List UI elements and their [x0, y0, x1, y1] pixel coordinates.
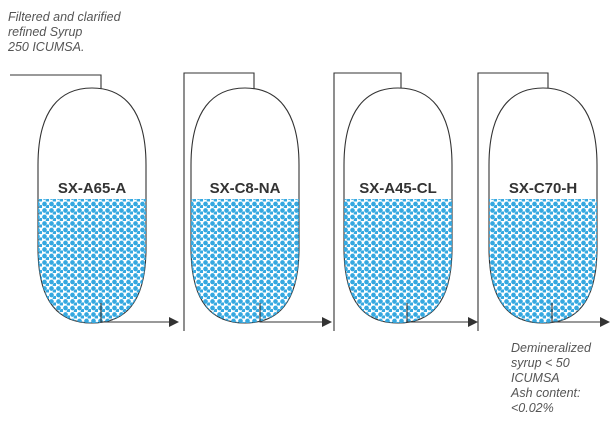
column-4: SX-C70-H [488, 87, 598, 324]
resin-bed [191, 199, 299, 323]
column-2: SX-C8-NA [190, 87, 300, 324]
arrow-head-icon [600, 317, 610, 327]
resin-bed [344, 199, 452, 323]
arrow-head-icon [169, 317, 179, 327]
column-label: SX-C8-NA [210, 180, 281, 197]
arrow-head-icon [468, 317, 478, 327]
product-description: Demineralized syrup < 50 ICUMSA Ash cont… [511, 341, 591, 415]
resin-bed [489, 199, 597, 323]
arrow-head-icon [322, 317, 332, 327]
column-label: SX-A65-A [58, 180, 127, 197]
column-label: SX-C70-H [509, 180, 577, 197]
product-outlet [551, 303, 610, 327]
feed-description: Filtered and clarified refined Syrup 250… [8, 10, 121, 54]
column-label: SX-A45-CL [359, 180, 437, 197]
column-1: SX-A65-A [37, 87, 147, 324]
column-3: SX-A45-CL [343, 87, 453, 324]
resin-bed [38, 199, 146, 323]
